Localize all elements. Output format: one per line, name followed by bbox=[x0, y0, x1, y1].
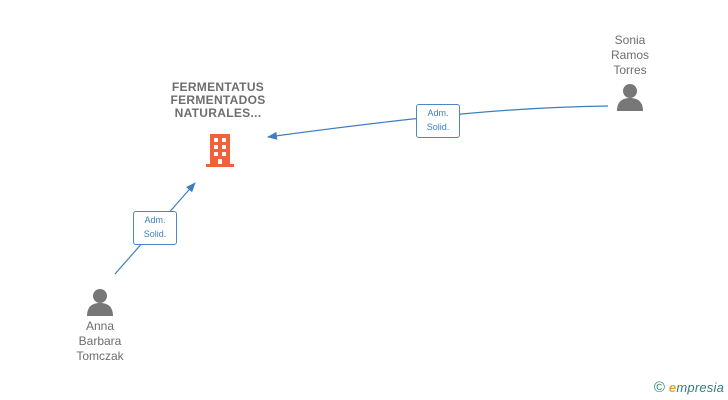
person-name-line: Ramos bbox=[610, 48, 649, 62]
person-name-line: Sonia bbox=[614, 33, 646, 47]
relation-label-line: Solid. bbox=[426, 122, 450, 132]
person-name-line: Tomczak bbox=[76, 349, 124, 363]
relation-label[interactable]: Adm. Solid. bbox=[416, 104, 460, 138]
person-icon bbox=[617, 84, 643, 111]
person-icon bbox=[87, 289, 113, 316]
relation-label[interactable]: Adm. Solid. bbox=[133, 211, 177, 245]
person-node-anna[interactable]: Anna Barbara Tomczak bbox=[60, 287, 140, 364]
relation-label-line: Adm. bbox=[144, 215, 166, 225]
company-name-line: FERMENTATUS bbox=[171, 80, 265, 94]
relation-label-line: Solid. bbox=[143, 229, 167, 239]
company-name-line: FERMENTADOS bbox=[170, 93, 266, 107]
relation-label-line: Adm. bbox=[427, 108, 449, 118]
building-icon[interactable] bbox=[204, 132, 236, 168]
person-name-line: Barbara bbox=[78, 334, 122, 348]
person-name-line: Torres bbox=[613, 63, 647, 77]
brand-name-rest: mpresia bbox=[676, 380, 724, 395]
brand-name-initial: e bbox=[668, 380, 677, 395]
person-node-sonia[interactable]: Sonia Ramos Torres bbox=[592, 33, 668, 112]
brand-name: empresia bbox=[669, 380, 724, 395]
copyright-icon: © bbox=[653, 379, 665, 396]
company-name[interactable]: FERMENTATUS FERMENTADOS NATURALES... bbox=[150, 81, 286, 120]
edge-sonia-to-company bbox=[267, 105, 609, 140]
person-name-line: Anna bbox=[85, 319, 115, 333]
company-name-line: NATURALES... bbox=[174, 106, 262, 120]
brand-watermark: © empresia bbox=[654, 379, 724, 396]
